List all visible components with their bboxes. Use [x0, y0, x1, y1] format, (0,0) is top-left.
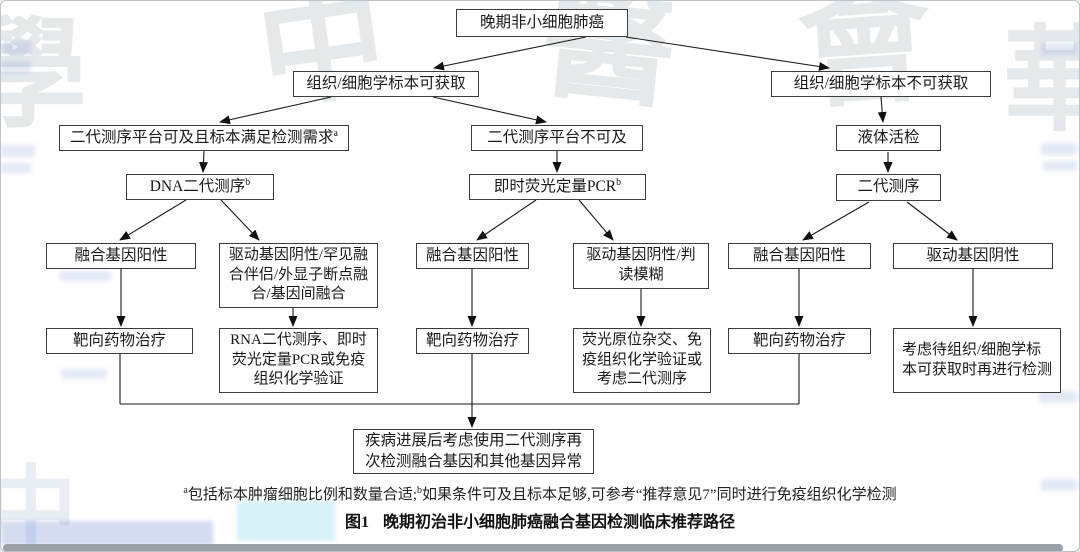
node-fusion-positive-3: 融合基因阳性 — [728, 243, 871, 269]
print-bleed-artifact — [59, 271, 111, 281]
print-bleed-artifact — [61, 369, 107, 379]
watermark-glyph: 中 — [249, 0, 395, 129]
node-fusion-positive-2: 融合基因阳性 — [416, 243, 529, 269]
watermark-glyph: 會 — [793, 0, 937, 129]
node-specimen-available: 组织/细胞学标本可获取 — [293, 71, 479, 97]
watermark-glyph: 學 — [1, 15, 87, 135]
figure-caption: 图1 晚期初治非小细胞肺癌融合基因检测临床推荐路径 — [1, 508, 1079, 532]
node-validation-rna-ngs: RNA二代测序、即时荧光定量PCR或免疫组织化学验证 — [219, 328, 378, 393]
node-advanced-nsclc: 晚期非小细胞肺癌 — [456, 9, 628, 37]
node-rt-pcr: 即时荧光定量PCRb — [469, 174, 646, 200]
node-specimen-unavailable: 组织/细胞学标本不可获取 — [771, 71, 991, 97]
node-driver-negative-rare: 驱动基因阴性/罕见融合伴侣/外显子断点融合/基因间融合 — [219, 243, 378, 308]
figure-title: 晚期初治非小细胞肺癌融合基因检测临床推荐路径 — [383, 514, 736, 531]
node-ngs-unavailable: 二代测序平台不可及 — [471, 125, 643, 151]
node-targeted-therapy-3: 靶向药物治疗 — [728, 328, 871, 354]
print-bleed-artifact — [1041, 43, 1077, 55]
node-retest-when-available: 考虑待组织/细胞学标本可获取时再进行检测 — [893, 328, 1061, 393]
print-bleed-artifact — [1041, 143, 1077, 155]
figure-number: 图1 — [344, 514, 369, 531]
node-ngs-right: 二代测序 — [836, 174, 941, 201]
watermark-glyph: 華 — [1003, 23, 1079, 137]
print-bleed-artifact — [1, 61, 31, 73]
node-progression-retest: 疾病进展后考虑使用二代测序再次检测融合基因和其他基因异常 — [353, 429, 594, 474]
print-bleed-artifact — [3, 41, 31, 55]
node-driver-negative-3: 驱动基因阴性 — [893, 243, 1053, 269]
node-liquid-biopsy: 液体活检 — [836, 125, 941, 151]
horizontal-scrollbar[interactable] — [3, 544, 1063, 551]
print-bleed-artifact — [1043, 161, 1077, 171]
print-bleed-artifact — [1, 163, 31, 173]
node-validation-fish-ihc: 荧光原位杂交、免疫组织化学验证或考虑二代测序 — [573, 328, 711, 393]
node-driver-negative-ambiguous: 驱动基因阴性/判读模糊 — [573, 243, 709, 289]
node-targeted-therapy-2: 靶向药物治疗 — [416, 328, 529, 354]
node-dna-ngs: DNA二代测序b — [126, 174, 274, 200]
node-ngs-available: 二代测序平台可及且标本满足检测需求a — [59, 125, 349, 151]
node-fusion-positive-1: 融合基因阳性 — [46, 243, 196, 269]
print-bleed-artifact — [1, 145, 35, 157]
figure-footnote: a包括标本肿瘤细胞比例和数量合适;b如果条件可及且标本足够,可参考“推荐意见7”… — [183, 485, 897, 503]
node-targeted-therapy-1: 靶向药物治疗 — [46, 328, 193, 354]
